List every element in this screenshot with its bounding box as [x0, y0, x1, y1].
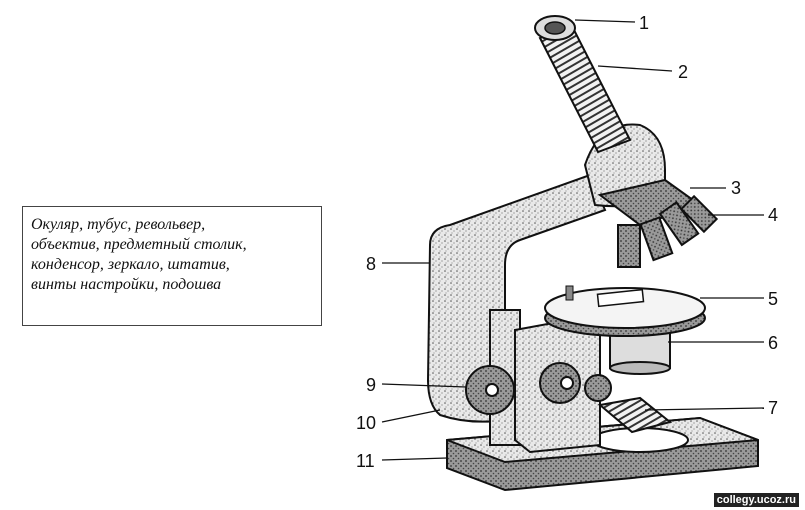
watermark: collegy.ucoz.ru [713, 493, 799, 507]
callout-10: 10 [356, 413, 376, 433]
callout-4: 4 [768, 205, 778, 225]
callout-1: 1 [639, 13, 649, 33]
callout-9: 9 [366, 375, 376, 395]
callout-7: 7 [768, 398, 778, 418]
leader-lines [381, 19, 765, 461]
callout-8: 8 [366, 254, 376, 274]
legend-line: винты настройки, подошва [31, 276, 222, 293]
callout-2: 2 [678, 62, 688, 82]
callout-3: 3 [731, 178, 741, 198]
stage [544, 285, 706, 337]
callout-6: 6 [768, 333, 778, 353]
legend-line: конденсор, зеркало, штатив, [31, 256, 230, 273]
eyepiece [534, 15, 576, 41]
focus-knobs [465, 362, 612, 415]
tube [538, 24, 632, 154]
legend-line: Окуляр, тубус, револьвер, [31, 216, 206, 233]
callout-5: 5 [768, 289, 778, 309]
legend-line: объектив, предметный столик, [31, 236, 247, 253]
legend-box: Окуляр, тубус, револьвер, объектив, пред… [22, 206, 322, 326]
objectives [617, 194, 719, 268]
callout-11: 11 [356, 451, 375, 471]
mirror [597, 396, 673, 434]
